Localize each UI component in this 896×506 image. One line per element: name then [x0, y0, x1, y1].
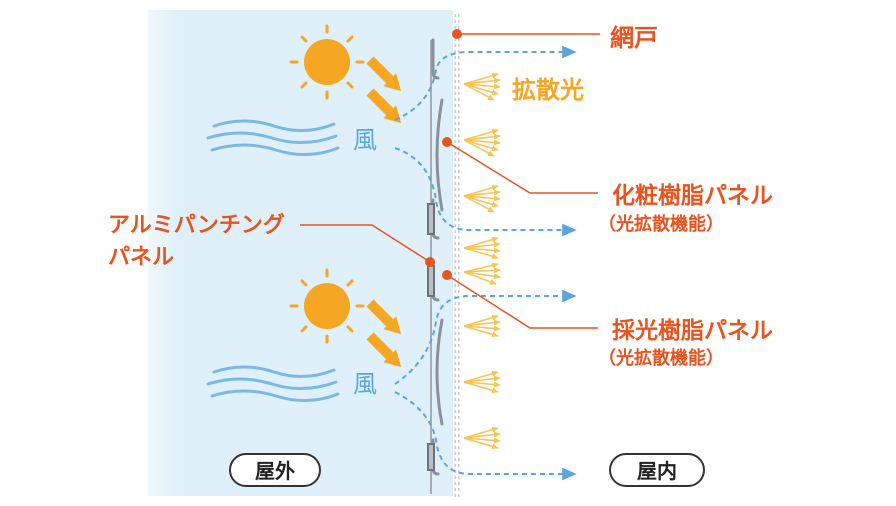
outdoor-badge: 屋外 — [229, 453, 321, 487]
label-wind-bottom: 風 — [353, 370, 377, 398]
wind-icon — [206, 365, 340, 403]
leader-lines — [300, 33, 600, 329]
label-aluminum-panel-2: パネル — [108, 245, 174, 270]
label-resin-panel-2-sub: （光拡散機能） — [598, 347, 724, 369]
indoor-label: 屋内 — [637, 459, 677, 483]
label-wind-top: 風 — [353, 126, 377, 154]
label-aluminum-panel: アルミパンチング — [108, 212, 285, 238]
sun-icon — [289, 268, 365, 344]
label-resin-panel-1-sub: （光拡散機能） — [598, 213, 724, 235]
outdoor-area — [148, 10, 453, 496]
label-screen: 網戸 — [610, 24, 658, 52]
sun-icon — [289, 24, 365, 100]
wind-icon — [206, 119, 340, 157]
leader-dots — [425, 29, 462, 280]
diffused-light-rays — [463, 72, 501, 450]
label-resin-panel-1: 化粧樹脂パネル — [612, 182, 773, 209]
indoor-badge: 屋内 — [609, 453, 705, 487]
label-diffused-light: 拡散光 — [512, 76, 584, 104]
sunlight-arrow-icon — [366, 56, 402, 368]
label-resin-panel-2: 採光樹脂パネル — [612, 318, 773, 344]
airflow-path — [394, 45, 577, 481]
outdoor-label: 屋外 — [255, 459, 295, 483]
